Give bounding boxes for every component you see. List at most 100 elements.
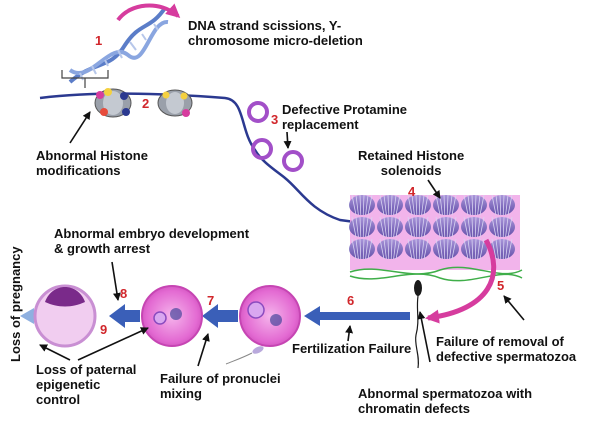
solenoid-coil [461,217,487,237]
solenoid-stripe [451,216,457,238]
solenoid-stripe [359,194,362,216]
solenoid-stripe [407,194,413,216]
solenoid-stripe [443,238,446,260]
solenoid-coil [405,195,431,215]
annotation-arrows [39,111,525,367]
solenoid-stripe [365,194,369,216]
nucleosome-icon [157,89,193,117]
step-2-number: 2 [142,96,150,111]
solenoid-coil [489,239,515,259]
solenoid-stripe [477,238,481,260]
solenoid-stripe [355,194,359,216]
solenoid-coil [349,195,375,215]
arrow-step-6 [304,306,345,326]
step-3-number: 3 [271,112,279,127]
solenoid-stripe [395,216,401,238]
solenoid-stripe [411,238,415,260]
solenoid-coil [433,239,459,259]
solenoid-stripe [495,216,499,238]
step-6-number: 6 [347,293,355,308]
solenoid-coil [377,217,403,237]
embryo-development-label: Abnormal embryo development& growth arre… [54,226,250,256]
dna-curved-arrow [116,3,181,22]
solenoid-stripe [477,194,481,216]
solenoid-stripe [387,238,390,260]
solenoid-stripe [351,216,357,238]
arrow-step-7 [202,304,238,328]
solenoid-stripe [379,194,385,216]
solenoid-stripe [446,194,449,216]
solenoid-stripe [439,238,443,260]
solenoid-coil [461,195,487,215]
solenoid-stripe [393,238,397,260]
zygote-cell-icon [239,285,301,347]
protamine-ring-icon [247,101,304,172]
solenoid-stripe [379,216,385,238]
solenoid-stripe [383,238,387,260]
solenoid-stripe [383,194,387,216]
solenoid-stripe [421,216,425,238]
loss-of-pregnancy-label: Loss of pregnancy [8,246,23,362]
arrow-step-8 [109,304,140,328]
solenoid-coil [489,217,515,237]
solenoid-stripe [449,216,453,238]
solenoid-stripe [451,194,457,216]
fertilization-failure-label: Fertilization Failure [292,341,412,356]
solenoid-stripe [499,238,502,260]
solenoid-coil [433,195,459,215]
solenoid-coil [489,195,515,215]
solenoid-stripe [407,238,413,260]
solenoid-stripe [439,216,443,238]
solenoid-stripe [443,216,446,238]
solenoid-coil [377,195,403,215]
solenoid-coil [461,239,487,259]
solenoid-stripe [502,238,505,260]
solenoid-stripe [467,194,471,216]
solenoid-stripe [423,194,429,216]
solenoid-stripe [359,216,362,238]
solenoid-stripe [507,194,513,216]
solenoid-stripe [411,194,415,216]
solenoid-stripe [471,216,474,238]
solenoid-stripe [474,216,477,238]
solenoid-stripe [502,194,505,216]
solenoid-stripe [415,194,418,216]
solenoid-stripe [418,216,421,238]
blastocyst-icon [33,284,97,348]
solenoid-stripe [362,216,365,238]
nucleosome-icon [94,88,132,118]
solenoid-stripe [355,216,359,238]
solenoid-stripe [446,238,449,260]
step-9-number: 9 [100,322,108,337]
dna-bracket [61,70,109,88]
dna-damage-label: DNA strand scissions, Y-chromosome micro… [188,18,363,48]
step-7-number: 7 [207,293,215,308]
solenoid-stripe [471,194,474,216]
solenoid-stripe [365,238,369,260]
solenoid-coil [405,217,431,237]
solenoid-stripe [423,238,429,260]
solenoid-stripe [451,238,457,260]
solenoid-coil [377,239,403,259]
solenoid-stripe [502,216,505,238]
solenoid-stripe [507,216,513,238]
solenoid-stripe [362,238,365,260]
solenoid-stripe [505,216,509,238]
solenoid-stripe [471,238,474,260]
solenoid-stripe [411,216,415,238]
step-5-number: 5 [497,278,505,293]
solenoid-stripe [418,238,421,260]
solenoid-stripe [495,238,499,260]
dna-helix-icon [68,6,169,84]
solenoid-stripe [479,194,485,216]
solenoid-stripe [387,216,390,238]
sperm-icon [225,346,264,365]
solenoid-stripe [390,194,393,216]
